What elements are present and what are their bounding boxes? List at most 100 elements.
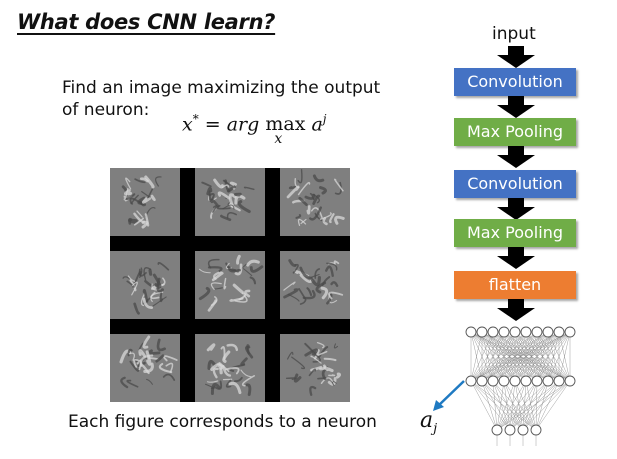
neuron-node [491, 424, 503, 436]
down-arrow-icon [497, 146, 535, 168]
neuron-node [553, 326, 565, 338]
connection [492, 331, 571, 382]
connection [522, 380, 538, 431]
connection [470, 331, 505, 382]
connection [514, 380, 524, 431]
connection [470, 331, 516, 382]
formula-term-sup: j [322, 112, 327, 126]
connection [522, 380, 549, 431]
description-line-1: Find an image maximizing the output [62, 78, 381, 98]
neuron-image [195, 168, 265, 236]
neuron-node [517, 424, 529, 436]
layer-box-flatten: flatten [454, 271, 576, 299]
connection [470, 331, 560, 382]
connection [496, 380, 549, 431]
neuron-node [487, 375, 499, 387]
connection [535, 380, 538, 431]
layer-box-convolution: Convolution [454, 170, 576, 198]
connection [535, 380, 549, 431]
connection [470, 331, 549, 382]
neuron-node [487, 326, 499, 338]
connection [525, 331, 571, 382]
connection [470, 380, 511, 431]
connection [470, 331, 483, 382]
neuron-node [542, 375, 554, 387]
down-arrow-icon [497, 96, 535, 118]
description: Find an image maximizing the output of n… [62, 77, 380, 121]
connection [492, 380, 498, 431]
neuron-node [530, 424, 542, 436]
connection [509, 380, 527, 431]
connection [522, 380, 560, 431]
connection [481, 380, 498, 431]
description-line-2: of neuron: [62, 100, 150, 120]
connection [522, 380, 527, 431]
output-label-a: a [420, 408, 434, 433]
connection [470, 380, 537, 431]
neuron-image [110, 168, 180, 236]
connection [558, 331, 571, 382]
formula-max-subscript: x [274, 131, 283, 148]
input-label: input [492, 24, 536, 44]
neuron-node [498, 326, 510, 338]
neuron-node [553, 375, 565, 387]
connection [470, 331, 571, 382]
connection [496, 380, 527, 431]
neuron-visualization-grid [110, 168, 350, 402]
connection [509, 380, 516, 431]
neuron-node [476, 326, 488, 338]
neuron-image [195, 334, 265, 402]
neuron-node [465, 375, 477, 387]
connection [509, 380, 538, 431]
layer-box-convolution: Convolution [454, 68, 576, 96]
neuron-node [465, 326, 477, 338]
connection [496, 380, 560, 431]
neuron-node [509, 375, 521, 387]
neuron-image [110, 334, 180, 402]
connection [496, 380, 571, 431]
connection [496, 380, 516, 431]
connection [536, 331, 571, 382]
neuron-node [564, 375, 576, 387]
connection [470, 380, 524, 431]
fully-connected-network [465, 326, 576, 446]
output-pointer-arrow [433, 380, 465, 411]
neuron-image [280, 168, 350, 236]
neuron-node [476, 375, 488, 387]
connection [470, 331, 538, 382]
connection [522, 380, 571, 431]
neuron-node [520, 375, 532, 387]
grid-caption: Each figure corresponds to a neuron [68, 412, 377, 432]
formula-lhs: x [182, 113, 193, 136]
neuron-node [542, 326, 554, 338]
connection [535, 380, 571, 431]
connection [509, 380, 571, 431]
connection [547, 331, 571, 382]
connection [509, 380, 549, 431]
connection [525, 380, 537, 431]
neuron-image [280, 251, 350, 319]
neuron-node [531, 326, 543, 338]
down-arrow-icon [497, 247, 535, 269]
connection [492, 380, 537, 431]
formula-max-word: max [265, 113, 306, 136]
slide-title: What does CNN learn? [17, 10, 276, 34]
neuron-image [280, 334, 350, 402]
connection [470, 331, 527, 382]
down-arrow-icon [497, 299, 535, 321]
connection [535, 380, 560, 431]
layer-box-max-pooling: Max Pooling [454, 118, 576, 146]
down-arrow-icon [497, 198, 535, 220]
formula-term: a [311, 113, 323, 136]
neuron-node [531, 375, 543, 387]
connection [509, 380, 560, 431]
connection [481, 331, 571, 382]
output-label-sub: j [433, 421, 438, 437]
neuron-image [195, 251, 265, 319]
connection [514, 331, 571, 382]
connection [470, 331, 494, 382]
neuron-node [564, 326, 576, 338]
down-arrow-icon [497, 46, 535, 68]
